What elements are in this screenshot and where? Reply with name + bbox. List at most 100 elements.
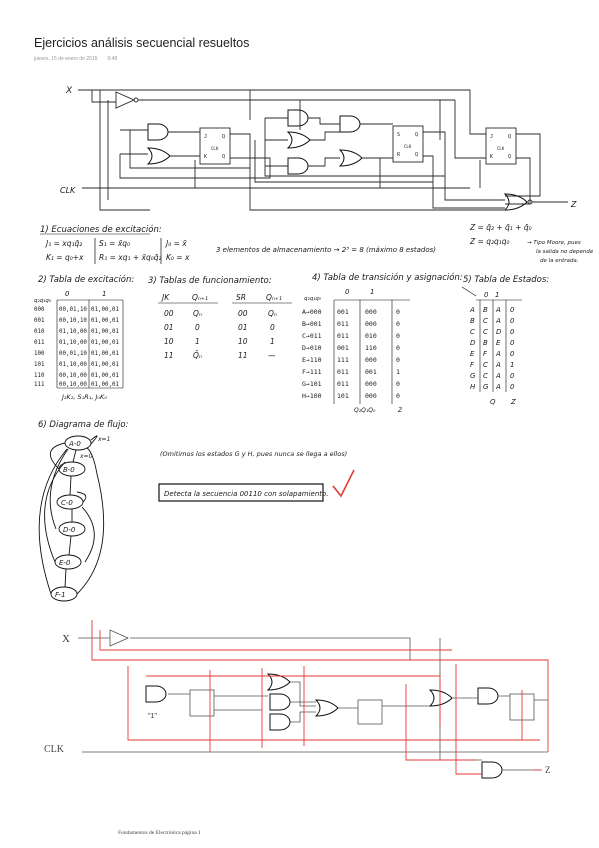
state-label: B-0 <box>63 466 75 474</box>
s3-jk-cell: 11 <box>164 351 174 360</box>
page-footer: Fundamentos de Electrónica página 1 <box>118 830 201 836</box>
s2-row-c1: 01,00,01 <box>91 373 119 379</box>
s4-row-c1: 000 <box>365 380 377 388</box>
arrow <box>69 475 72 496</box>
circuit1-clk-label: CLK <box>60 186 76 195</box>
s5-row-state: F <box>470 361 475 369</box>
s3-sr-cell: 01 <box>238 323 248 332</box>
flip-flop-1 <box>189 689 215 717</box>
s4-row-state: C→011 <box>302 332 322 340</box>
z-eq-1: Z = q̄₂ + q̄₁ + q̄₀ <box>469 223 532 232</box>
circuit2-clk-label: CLK <box>44 744 65 755</box>
z-eq-2: Z = q₂q₁q₀ <box>469 237 510 246</box>
s5-footer-z: Z <box>510 398 516 406</box>
s4-row-state: B→001 <box>302 320 322 328</box>
s5-row-c0: C <box>483 328 488 336</box>
z-note-1: → Tipo Moore, pues <box>527 240 581 246</box>
s5-row-state: G <box>470 372 476 380</box>
arrow <box>76 447 105 595</box>
s3-jk-cell: 0 <box>195 323 200 332</box>
s2-row-c0: 01,10,00 <box>59 340 87 346</box>
ff2-qbar: Q <box>415 152 418 158</box>
circuit-schematic-2: X CLK Z "1" <box>44 620 551 779</box>
s4-row-state: H→100 <box>302 392 322 400</box>
s5-row-z: 0 <box>510 350 515 358</box>
s5-title: 5) Tabla de Estados: <box>463 275 549 285</box>
section-6-flow-diagram: 6) Diagrama de flujo: A-0 B-0 C-0 <box>38 420 355 602</box>
circuit2-one-label: "1" <box>148 713 157 720</box>
s1-eq-k0: K₀ = x <box>166 253 190 262</box>
s4-row-c0: 011 <box>337 332 349 340</box>
s5-row-z: 0 <box>510 339 515 347</box>
s2-legend: J₂K₂, S₁R₁, J₀K₀ <box>60 393 107 401</box>
s2-title: 2) Tabla de excitación: <box>38 274 134 285</box>
circuit1-z-label: Z <box>570 200 577 209</box>
s2-row-state: 101 <box>34 362 45 368</box>
s1-eq-k1: K₁ = q₀+x <box>46 253 84 262</box>
back-arrow <box>44 461 66 563</box>
s5-row-state: B <box>470 317 475 325</box>
ff1-k: K <box>204 154 207 160</box>
s2-row-c0: 00,10,00 <box>59 373 87 379</box>
red-wire <box>91 620 549 752</box>
s3-sr-cell: 0 <box>270 323 275 332</box>
section-1: 1) Ecuaciones de excitación: J₁ = xq₁q̄₂… <box>40 224 436 264</box>
flip-flop-sr <box>392 125 424 163</box>
s1-note: 3 elementos de almacenamiento → 2³ = 8 (… <box>216 246 436 254</box>
s2-row-c1: 01,00,01 <box>91 362 119 368</box>
time-text: 9:48 <box>107 56 118 62</box>
section-3-function-tables: 3) Tablas de funcionamiento: JK Qₙ₊₁ 00 … <box>148 276 292 360</box>
s5-row-state: H <box>470 383 476 391</box>
s3-title: 3) Tablas de funcionamiento: <box>148 276 272 286</box>
and-gate <box>287 157 309 175</box>
s3-sr-cell: 00 <box>238 309 248 318</box>
section-2-excitation-table: 2) Tabla de excitación: q₂q₁q₀ 0 1 000 0… <box>34 274 134 401</box>
s2-row-c1: 01,00,01 <box>91 382 119 388</box>
s4-row-c1: 110 <box>365 344 377 352</box>
s2-row-state: 100 <box>34 351 45 357</box>
s4-row-z: 1 <box>396 368 400 376</box>
ff1-q: Q <box>222 134 225 140</box>
section-4-transition-table: 4) Tabla de transición y asignación: q₂q… <box>302 272 463 414</box>
s2-row-c0: 01,10,00 <box>59 362 87 368</box>
s4-row-c0: 011 <box>337 368 349 376</box>
s2-row-state: 011 <box>34 340 45 346</box>
ff3-k: K <box>490 154 493 160</box>
and-gate <box>145 685 167 703</box>
or-gate <box>429 689 453 707</box>
s5-row-state: A <box>469 306 475 314</box>
s4-col-1: 1 <box>370 288 374 296</box>
red-wire <box>146 675 441 726</box>
flip-flop-jk-2 <box>485 127 517 165</box>
ff3-qbar: Q <box>508 154 511 160</box>
arrow <box>81 506 95 563</box>
flip-flop-jk-1 <box>199 127 231 165</box>
state-label: C-0 <box>61 499 73 507</box>
loop-arrow <box>76 491 87 503</box>
s4-row-z: 0 <box>396 332 400 340</box>
s3-jk-head-0: JK <box>160 293 170 302</box>
or-gate <box>315 699 339 717</box>
state-label: F-1 <box>55 591 66 599</box>
s4-row-state: F→111 <box>302 368 322 376</box>
s4-row-c1: 001 <box>365 368 377 376</box>
s4-row-c0: 011 <box>337 320 349 328</box>
ff2-r: R <box>397 152 401 158</box>
s2-row-c0: 00,01,10 <box>59 351 87 357</box>
answer-text: Detecta la secuencia 00110 con solapamie… <box>164 490 329 498</box>
red-wire <box>99 630 452 651</box>
s3-jk-cell: 00 <box>164 309 174 318</box>
answer-box <box>158 483 324 502</box>
s2-row-c0: 01,10,00 <box>59 329 87 335</box>
state-label: D-0 <box>63 526 76 534</box>
s5-row-state: C <box>470 328 475 336</box>
s5-row-c1: A <box>495 350 501 358</box>
s4-row-state: D→010 <box>302 344 322 352</box>
s5-col-1: 1 <box>495 291 499 299</box>
s1-title: 1) Ecuaciones de excitación: <box>40 224 162 235</box>
s4-footer: Q₂Q₁Q₀ <box>354 407 376 414</box>
z-note-3: de la entrada. <box>540 258 579 264</box>
arrow <box>68 535 72 556</box>
circuit2-z-label: Z <box>545 765 551 775</box>
s3-sr-cell: — <box>268 351 276 360</box>
